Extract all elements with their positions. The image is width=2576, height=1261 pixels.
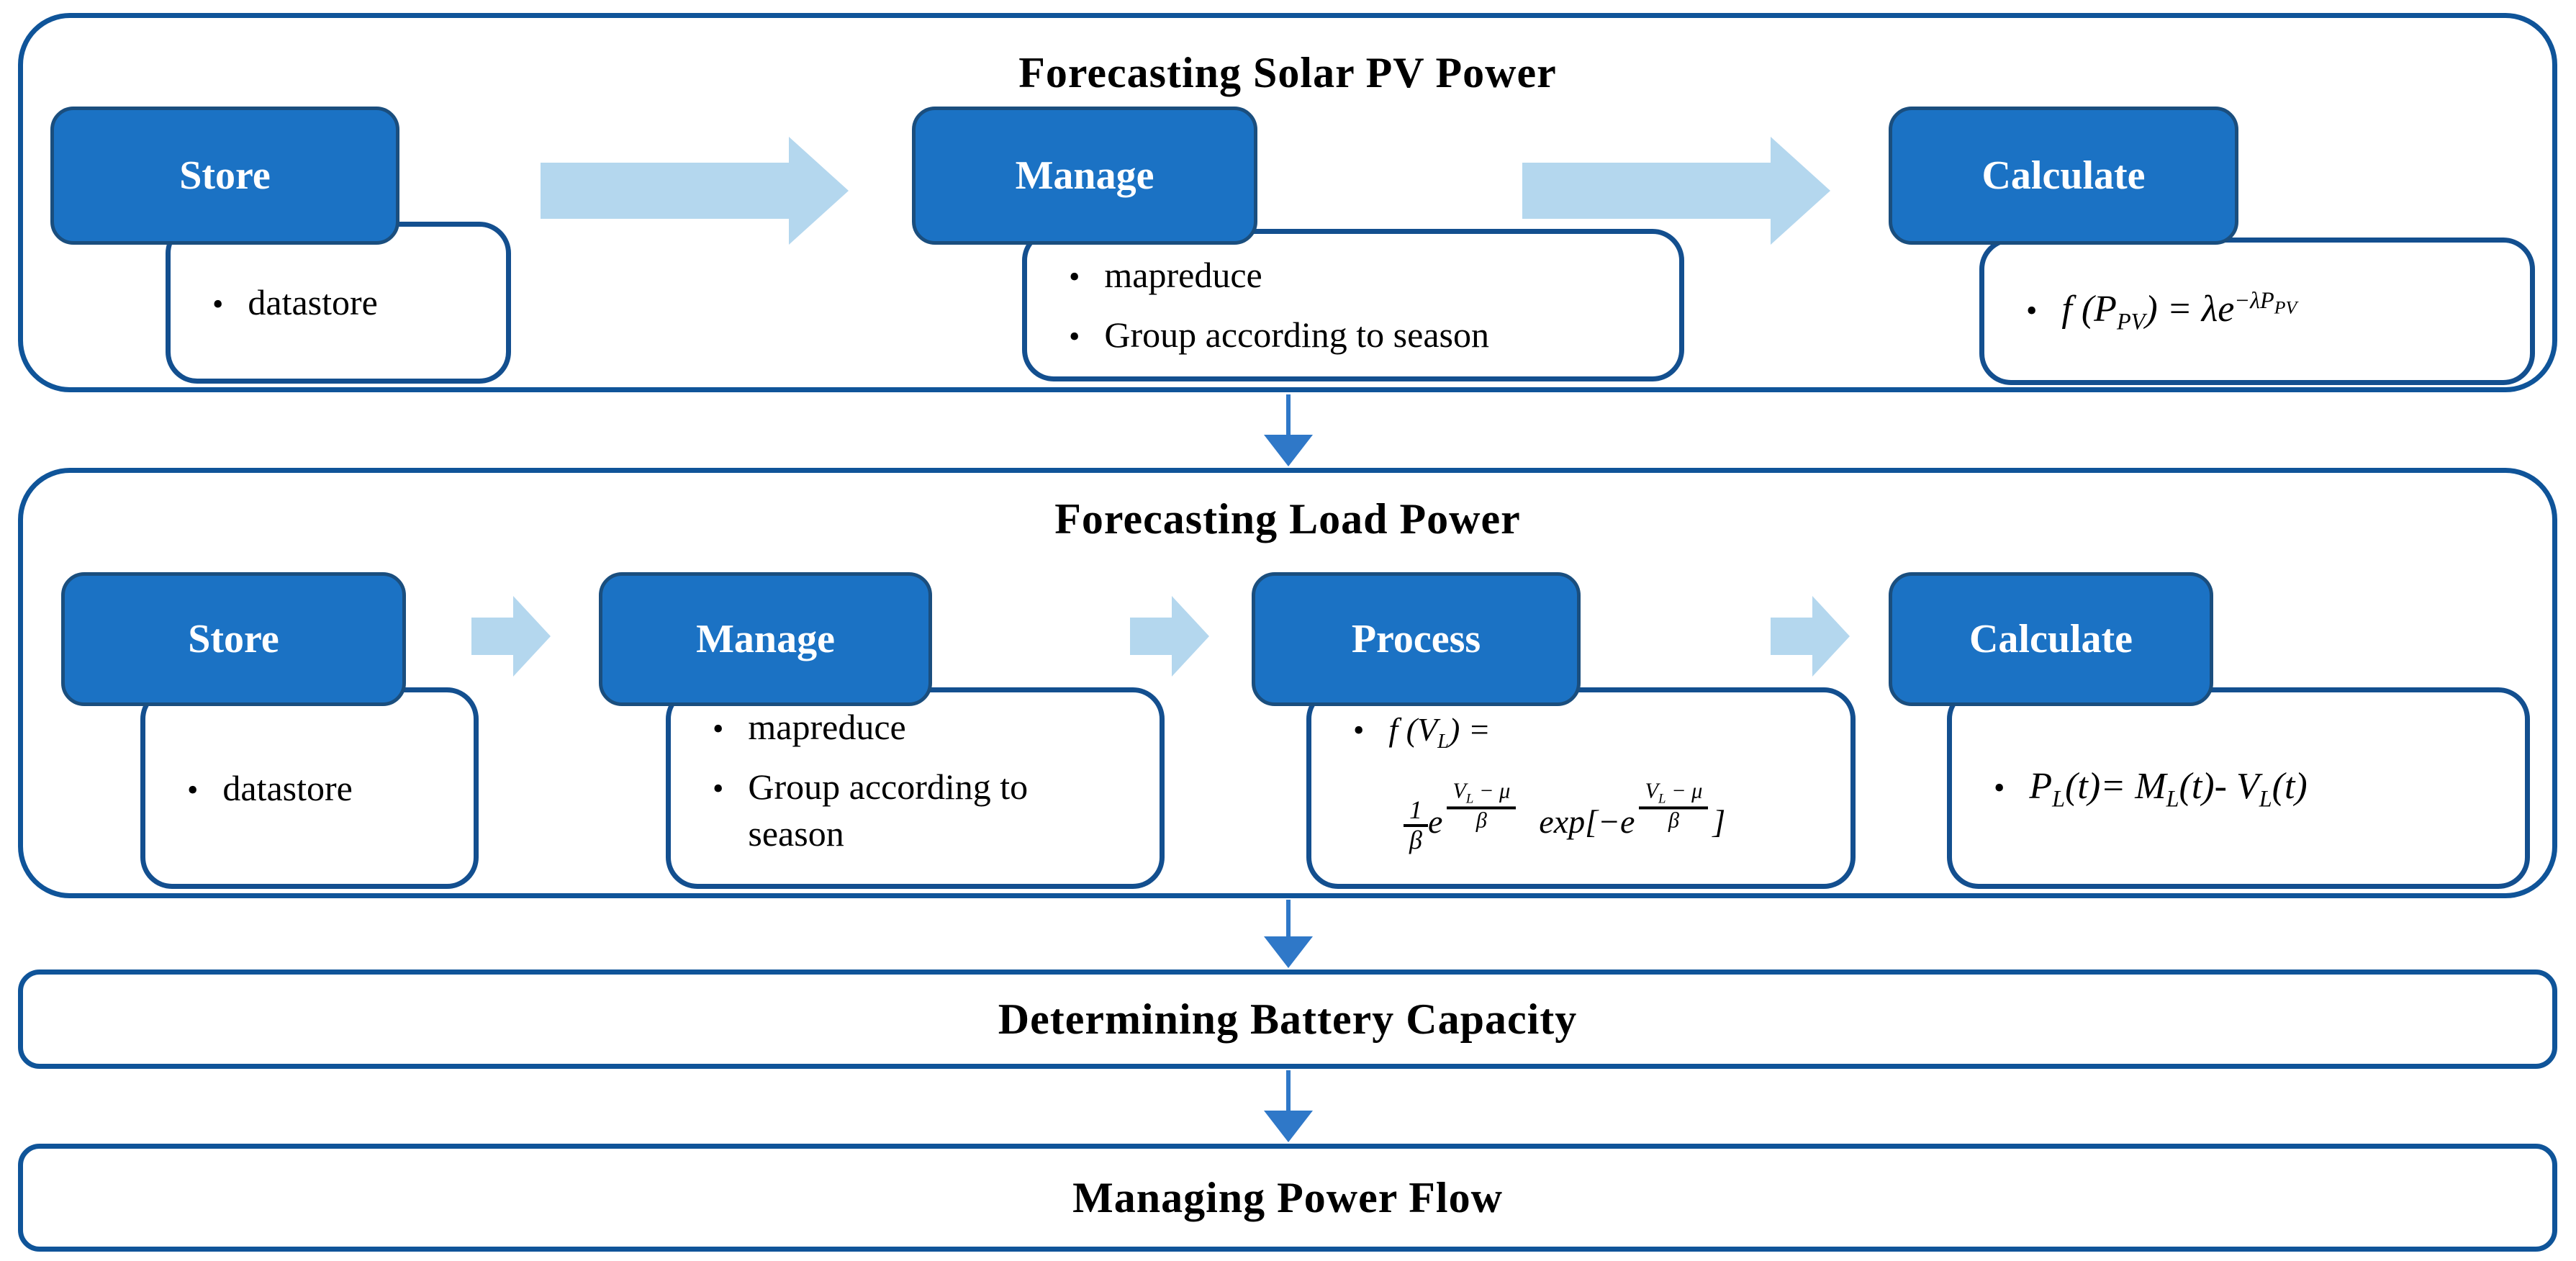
bullet-marker: •: [1994, 769, 2005, 805]
bullet-text: mapreduce: [748, 707, 906, 747]
arrow-right-icon: [1130, 596, 1209, 677]
arrow-down-icon: [1264, 394, 1313, 466]
arrow-stem: [1286, 394, 1291, 436]
arrow-stem: [1286, 900, 1291, 938]
formula-load-power: • PL(t)= ML(t)- VL(t): [1952, 762, 2525, 814]
section-determining-battery-capacity: Determining Battery Capacity: [18, 970, 2557, 1069]
formula-text: f (PPV) = λe−λPPV: [2061, 287, 2297, 335]
section-forecasting-solar-pv-power: Forecasting Solar PV Power Store • datas…: [18, 13, 2557, 392]
formula-pv-pdf: • f (PPV) = λe−λPPV: [1984, 285, 2530, 337]
bullet-marker: •: [1069, 319, 1080, 354]
step-content-manage: • mapreduce • Group according to season: [1022, 229, 1684, 381]
arrow-right-icon: [1522, 137, 1830, 245]
arrow-head: [1172, 596, 1209, 677]
step-header-calculate: Calculate: [1889, 107, 2238, 245]
arrow-head: [1264, 435, 1313, 466]
step-content-store: • datastore: [140, 687, 479, 889]
step-label: Store: [179, 153, 271, 198]
bullet-marker: •: [1353, 713, 1365, 748]
arrow-body: [1522, 163, 1771, 219]
step-content-calculate: • PL(t)= ML(t)- VL(t): [1947, 687, 2530, 889]
step-label: Manage: [1015, 153, 1154, 198]
bullet-text: Group according to season: [1104, 315, 1489, 355]
section-managing-power-flow: Managing Power Flow: [18, 1144, 2557, 1252]
bullet-text: Group according to season: [748, 767, 1029, 854]
step-header-process: Process: [1252, 572, 1581, 706]
step-label: Calculate: [1981, 153, 2146, 198]
bullet-marker: •: [713, 711, 724, 746]
bullet-text: datastore: [248, 282, 378, 322]
arrow-body: [1130, 618, 1172, 655]
step-label: Calculate: [1969, 617, 2133, 661]
step-header-store: Store: [61, 572, 406, 706]
step-header-calculate: Calculate: [1889, 572, 2213, 706]
bullet-text: mapreduce: [1104, 255, 1262, 295]
formula-text: PL(t)= ML(t)- VL(t): [2029, 765, 2308, 812]
section-title: Forecasting Solar PV Power: [1018, 49, 1557, 96]
arrow-head: [1264, 1111, 1313, 1142]
bullet-item: • Group according to season: [671, 764, 1160, 857]
bullet-item: • Group according to season: [1027, 312, 1679, 358]
arrow-body: [541, 163, 789, 219]
formula-text: f (VL) =: [1388, 711, 1491, 754]
formula-load-pdf-line1: • f (VL) =: [1311, 704, 1850, 755]
section-title: Forecasting Load Power: [1054, 495, 1521, 543]
bullet-marker: •: [2026, 293, 2038, 329]
bullet-item: • datastore: [145, 765, 474, 812]
arrow-head: [1771, 137, 1830, 245]
step-content-calculate: • f (PPV) = λe−λPPV: [1979, 238, 2535, 385]
bullet-text: datastore: [222, 767, 353, 808]
bullet-item: • datastore: [171, 279, 506, 326]
arrow-down-icon: [1264, 900, 1313, 968]
arrow-head: [1812, 596, 1850, 677]
arrow-body: [471, 618, 513, 655]
arrow-down-icon: [1264, 1070, 1313, 1142]
arrow-head: [1264, 936, 1313, 968]
arrow-right-icon: [541, 137, 849, 245]
arrow-stem: [1286, 1070, 1291, 1112]
step-header-manage: Manage: [599, 572, 932, 706]
step-label: Store: [188, 617, 279, 661]
bullet-marker: •: [212, 286, 224, 322]
section-title: Managing Power Flow: [1072, 1173, 1503, 1221]
step-header-store: Store: [50, 107, 399, 245]
arrow-head: [513, 596, 551, 677]
step-content-manage: • mapreduce • Group according to season: [666, 687, 1165, 889]
arrow-right-icon: [471, 596, 551, 677]
step-label: Manage: [696, 617, 835, 661]
bullet-marker: •: [187, 772, 199, 808]
arrow-head: [789, 137, 849, 245]
bullet-marker: •: [1069, 259, 1080, 294]
step-label: Process: [1351, 617, 1481, 661]
arrow-right-icon: [1771, 596, 1850, 677]
bullet-marker: •: [713, 771, 724, 806]
section-forecasting-load-power: Forecasting Load Power Store • datastore…: [18, 468, 2557, 898]
step-content-store: • datastore: [166, 222, 511, 384]
step-header-manage: Manage: [912, 107, 1257, 245]
section-title: Determining Battery Capacity: [998, 995, 1578, 1043]
bullet-item: • mapreduce: [1027, 252, 1679, 299]
bullet-item: • mapreduce: [671, 704, 1160, 751]
arrow-body: [1771, 618, 1812, 655]
